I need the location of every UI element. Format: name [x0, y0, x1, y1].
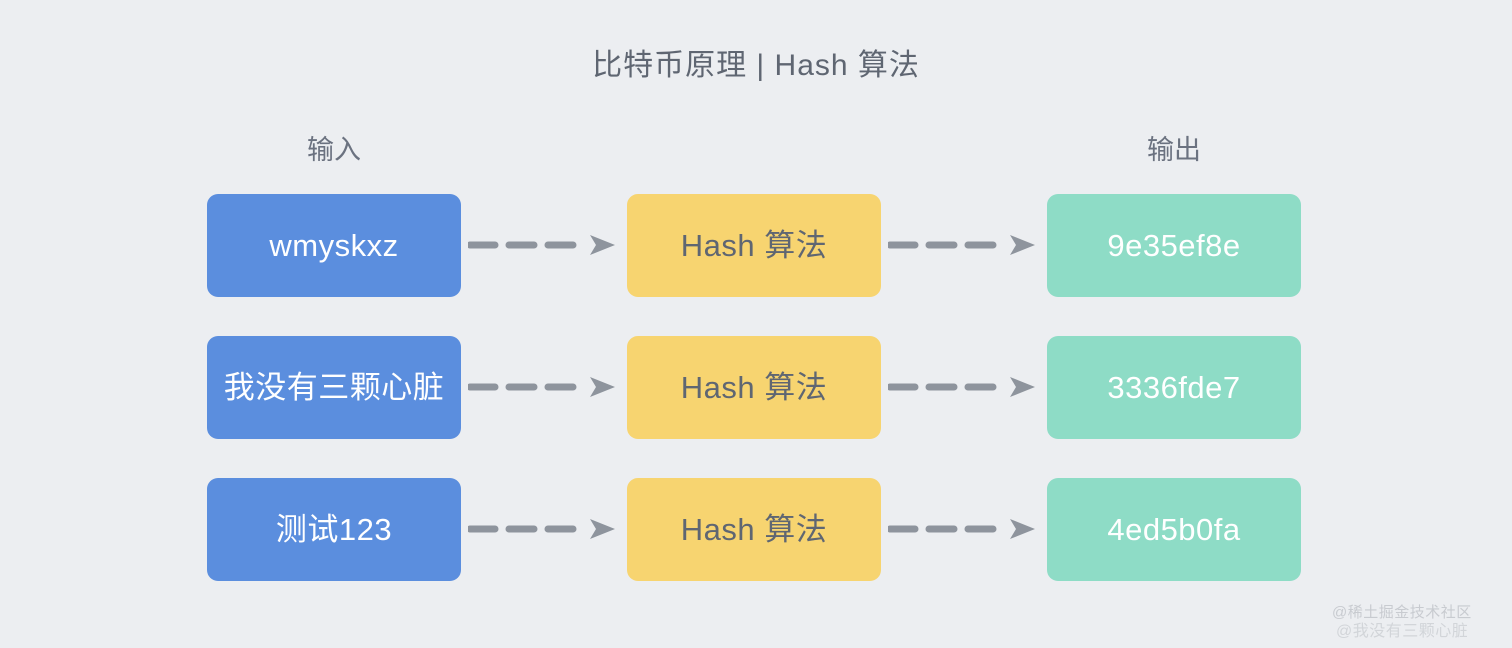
hash-flow-diagram: wmyskxz Hash 算法 9e35ef8e 我没有三颗心脏	[0, 194, 1512, 581]
arrow-input-to-process-icon	[468, 516, 620, 542]
input-box-label: wmyskxz	[269, 228, 399, 263]
output-box[interactable]: 3336fde7	[1047, 336, 1301, 439]
column-header-output: 输出	[1147, 135, 1201, 165]
flow-row: wmyskxz Hash 算法 9e35ef8e	[0, 194, 1512, 297]
input-box[interactable]: wmyskxz	[207, 194, 461, 297]
process-box-label: Hash 算法	[680, 370, 828, 405]
output-box-label: 4ed5b0fa	[1107, 512, 1241, 547]
output-box[interactable]: 9e35ef8e	[1047, 194, 1301, 297]
process-box[interactable]: Hash 算法	[627, 336, 881, 439]
page-title: 比特币原理 | Hash 算法	[592, 49, 920, 82]
process-box-label: Hash 算法	[680, 512, 828, 547]
arrow-input-to-process-icon	[468, 374, 620, 400]
flow-row: 测试123 Hash 算法 4ed5b0fa	[0, 478, 1512, 581]
input-box-label: 测试123	[275, 512, 393, 547]
output-box-label: 3336fde7	[1107, 370, 1241, 405]
process-box[interactable]: Hash 算法	[627, 194, 881, 297]
arrow-process-to-output-icon	[888, 374, 1040, 400]
process-box-label: Hash 算法	[680, 228, 828, 263]
flow-row: 我没有三颗心脏 Hash 算法 3336fde7	[0, 336, 1512, 439]
process-box[interactable]: Hash 算法	[627, 478, 881, 581]
watermark-primary: @稀土掘金技术社区	[1332, 604, 1472, 621]
arrow-input-to-process-icon	[468, 232, 620, 258]
input-box[interactable]: 我没有三颗心脏	[207, 336, 461, 439]
output-box-label: 9e35ef8e	[1107, 228, 1241, 263]
input-box[interactable]: 测试123	[207, 478, 461, 581]
input-box-label: 我没有三颗心脏	[223, 370, 445, 405]
output-box[interactable]: 4ed5b0fa	[1047, 478, 1301, 581]
column-header-input: 输入	[307, 135, 361, 165]
arrow-process-to-output-icon	[888, 232, 1040, 258]
watermark-secondary: @我没有三颗心脏	[1336, 623, 1469, 640]
arrow-process-to-output-icon	[888, 516, 1040, 542]
